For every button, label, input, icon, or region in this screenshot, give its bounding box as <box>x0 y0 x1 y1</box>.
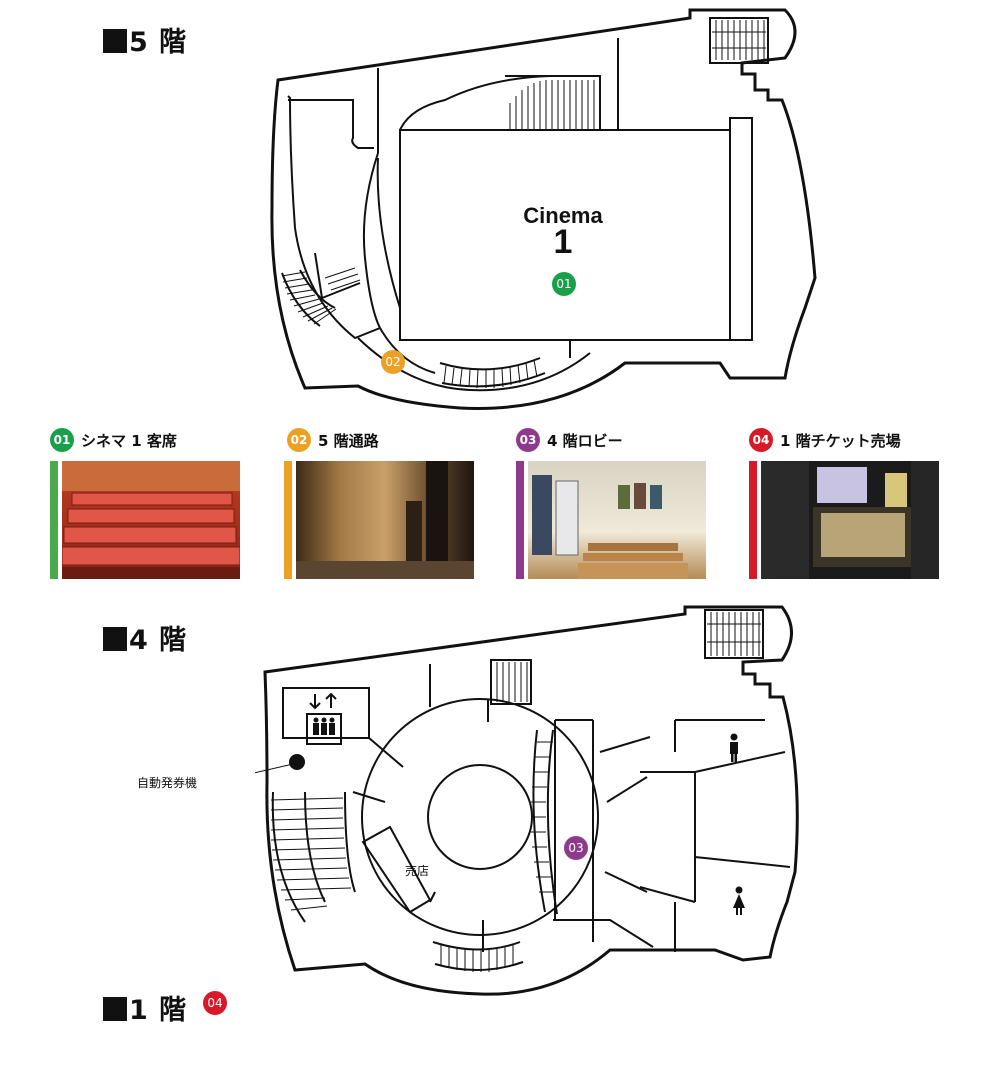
female-restroom-icon <box>733 886 745 915</box>
marker-02[interactable]: 02 <box>381 350 405 374</box>
ticket-machine-label: 自動発券機 <box>137 776 198 790</box>
marker-04[interactable]: 04 <box>203 991 227 1015</box>
photo-cinema-seats[interactable] <box>62 461 240 579</box>
gallery-marker-01: 01 <box>50 428 74 452</box>
heading-square-icon <box>103 29 127 53</box>
photo-accent-bar <box>50 461 58 579</box>
4f-outer-wall <box>263 605 799 996</box>
marker-01[interactable]: 01 <box>552 272 576 296</box>
floor-plan-4f <box>255 605 799 996</box>
gallery-marker-04: 04 <box>749 428 773 452</box>
gallery-marker-03: 03 <box>516 428 540 452</box>
cinema-number: 1 <box>554 223 573 261</box>
ticket-booth-illustration <box>761 461 939 579</box>
photo-accent-bar <box>284 461 292 579</box>
5f-outer-wall <box>270 8 817 410</box>
floor-heading-5f: 5 階 <box>103 20 187 59</box>
marker-03[interactable]: 03 <box>564 836 588 860</box>
cinema-title: Cinema <box>523 203 603 228</box>
elevator-people-icon <box>313 717 335 735</box>
corridor-illustration <box>296 461 474 579</box>
lobby-illustration <box>532 475 688 579</box>
ticket-machine-dot <box>289 754 305 770</box>
elevator-arrows-icon <box>309 692 337 710</box>
floor-heading-1f: 1 階 <box>103 988 187 1027</box>
photo-accent-bar <box>516 461 524 579</box>
heading-square-icon <box>103 997 127 1021</box>
kiosk-label: 売店 <box>405 864 430 878</box>
central-pillar <box>427 764 533 870</box>
elevator-car <box>306 713 342 745</box>
floor-plan-5f: Cinema 1 <box>270 8 817 410</box>
red-seats-illustration <box>62 461 240 579</box>
photo-ticket-booth[interactable] <box>761 461 939 579</box>
photo-corridor[interactable] <box>296 461 474 579</box>
photo-4f-lobby[interactable] <box>528 461 706 579</box>
heading-square-icon <box>103 627 127 651</box>
photo-accent-bar <box>749 461 757 579</box>
male-restroom-icon <box>730 733 738 762</box>
floor-heading-4f: 4 階 <box>103 618 187 657</box>
gallery-marker-02: 02 <box>287 428 311 452</box>
